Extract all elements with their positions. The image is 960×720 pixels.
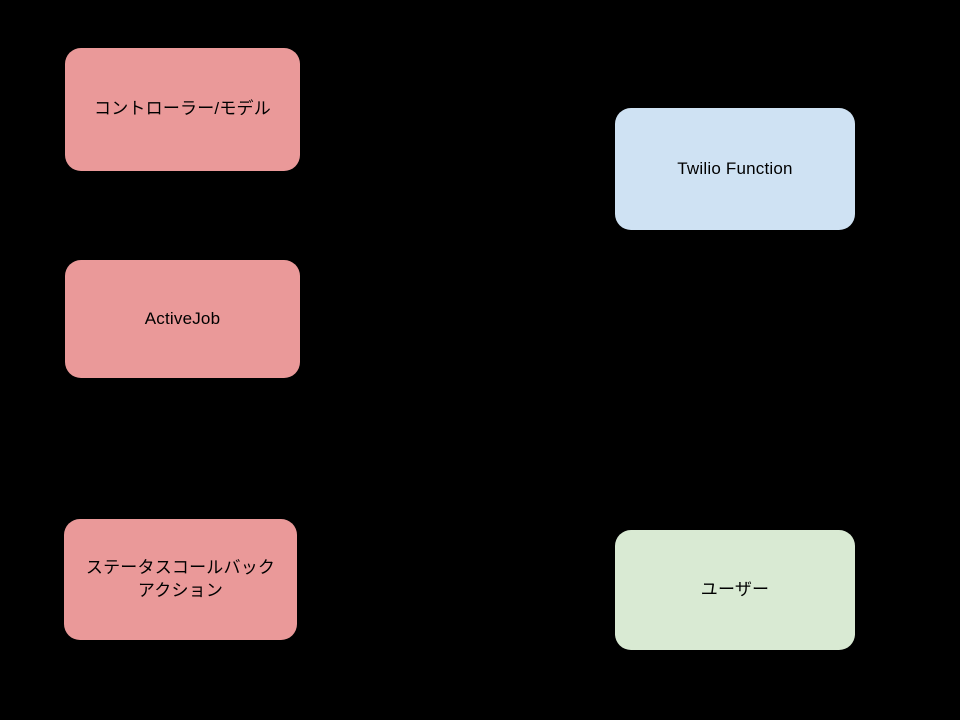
node-controller-model: コントローラー/モデル	[65, 48, 300, 171]
node-activejob-label: ActiveJob	[144, 308, 221, 328]
node-twilio-function-label: Twilio Function	[677, 158, 793, 178]
node-activejob: ActiveJob	[65, 260, 300, 378]
node-user: ユーザー	[615, 530, 855, 650]
node-twilio-function: Twilio Function	[615, 108, 855, 230]
node-status-callback-action: ステータスコールバック アクション	[64, 519, 297, 640]
node-controller-model-label: コントローラー/モデル	[94, 99, 271, 119]
node-user-label: ユーザー	[700, 579, 770, 599]
node-status-callback-action-label: ステータスコールバック アクション	[85, 557, 276, 600]
